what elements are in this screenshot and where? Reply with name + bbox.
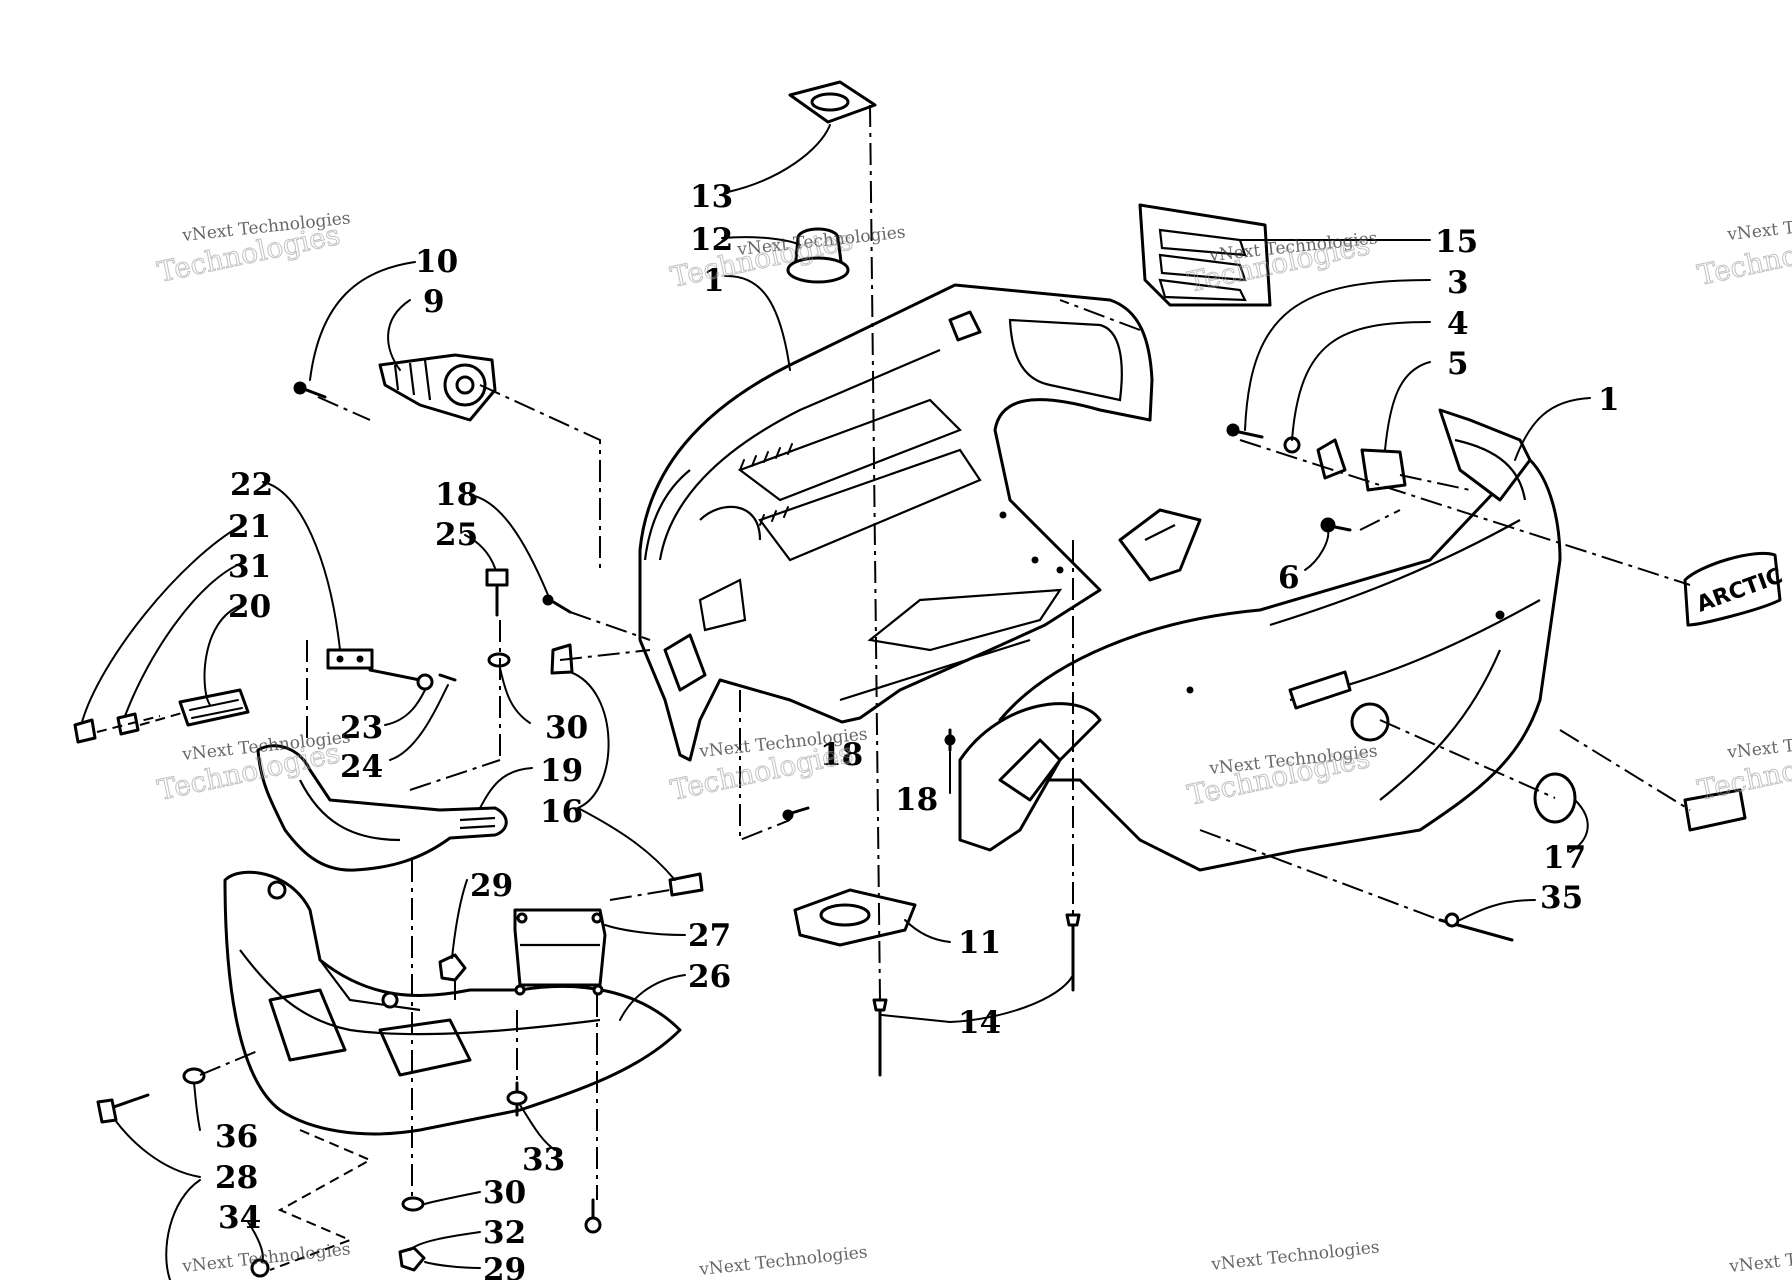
callout-6: 6 — [1278, 560, 1300, 596]
callout-18-middle: 18 — [820, 737, 863, 773]
callout-18-top: 18 — [435, 477, 478, 513]
callout-27: 27 — [688, 918, 731, 954]
callout-1-center: 1 — [703, 263, 725, 299]
callout-1-right: 1 — [1598, 382, 1620, 418]
callout-35: 35 — [1540, 880, 1583, 916]
hardware: ARCTIC — [96, 80, 1786, 1278]
callout-labels: 13 12 1 15 3 4 5 1 6 10 9 22 21 31 20 18… — [215, 179, 1620, 1280]
callout-29-upper: 29 — [470, 868, 513, 904]
callout-24: 24 — [340, 749, 383, 785]
callout-19: 19 — [540, 753, 583, 789]
callout-3: 3 — [1447, 265, 1469, 301]
callout-28: 28 — [215, 1160, 258, 1196]
callout-12: 12 — [690, 222, 733, 258]
callout-15: 15 — [1435, 224, 1478, 260]
callout-22: 22 — [230, 467, 273, 503]
front-bumper — [256, 744, 508, 872]
callout-14: 14 — [958, 1005, 1001, 1041]
alignment-lines — [96, 104, 1691, 1271]
callout-26: 26 — [688, 959, 731, 995]
bracket-27 — [513, 908, 607, 996]
callout-16: 16 — [540, 794, 583, 830]
callout-9: 9 — [423, 284, 445, 320]
callout-29-lower: 29 — [483, 1252, 526, 1280]
callout-11: 11 — [958, 925, 1001, 961]
callout-21: 21 — [228, 509, 271, 545]
callout-13: 13 — [690, 179, 733, 215]
belly-pan — [223, 870, 682, 1136]
callout-36: 36 — [215, 1119, 258, 1155]
front-nose-panel — [958, 408, 1562, 872]
handle-bracket — [73, 648, 374, 744]
watermark-small: vNext Technologies — [1725, 207, 1792, 245]
leader-lines — [81, 124, 1591, 1280]
callout-17: 17 — [1543, 840, 1586, 876]
callout-20: 20 — [228, 589, 271, 625]
callout-33: 33 — [522, 1142, 565, 1178]
center-body-panel — [638, 283, 1154, 762]
callout-4: 4 — [1447, 306, 1469, 342]
watermark-small: vNext Technologies — [697, 1242, 868, 1280]
callout-5: 5 — [1447, 346, 1469, 382]
callout-31: 31 — [228, 549, 271, 585]
callout-34: 34 — [218, 1200, 261, 1236]
watermark-small: vNext Technologies — [1727, 1239, 1792, 1277]
callout-30-upper: 30 — [545, 710, 588, 746]
callout-10: 10 — [415, 244, 458, 280]
callout-18-lower: 18 — [895, 782, 938, 818]
watermark-small: vNext Technologies — [1209, 1237, 1380, 1275]
callout-25: 25 — [435, 517, 478, 553]
callout-23: 23 — [340, 710, 383, 746]
callout-30-lower: 30 — [483, 1175, 526, 1211]
callout-32: 32 — [483, 1215, 526, 1251]
